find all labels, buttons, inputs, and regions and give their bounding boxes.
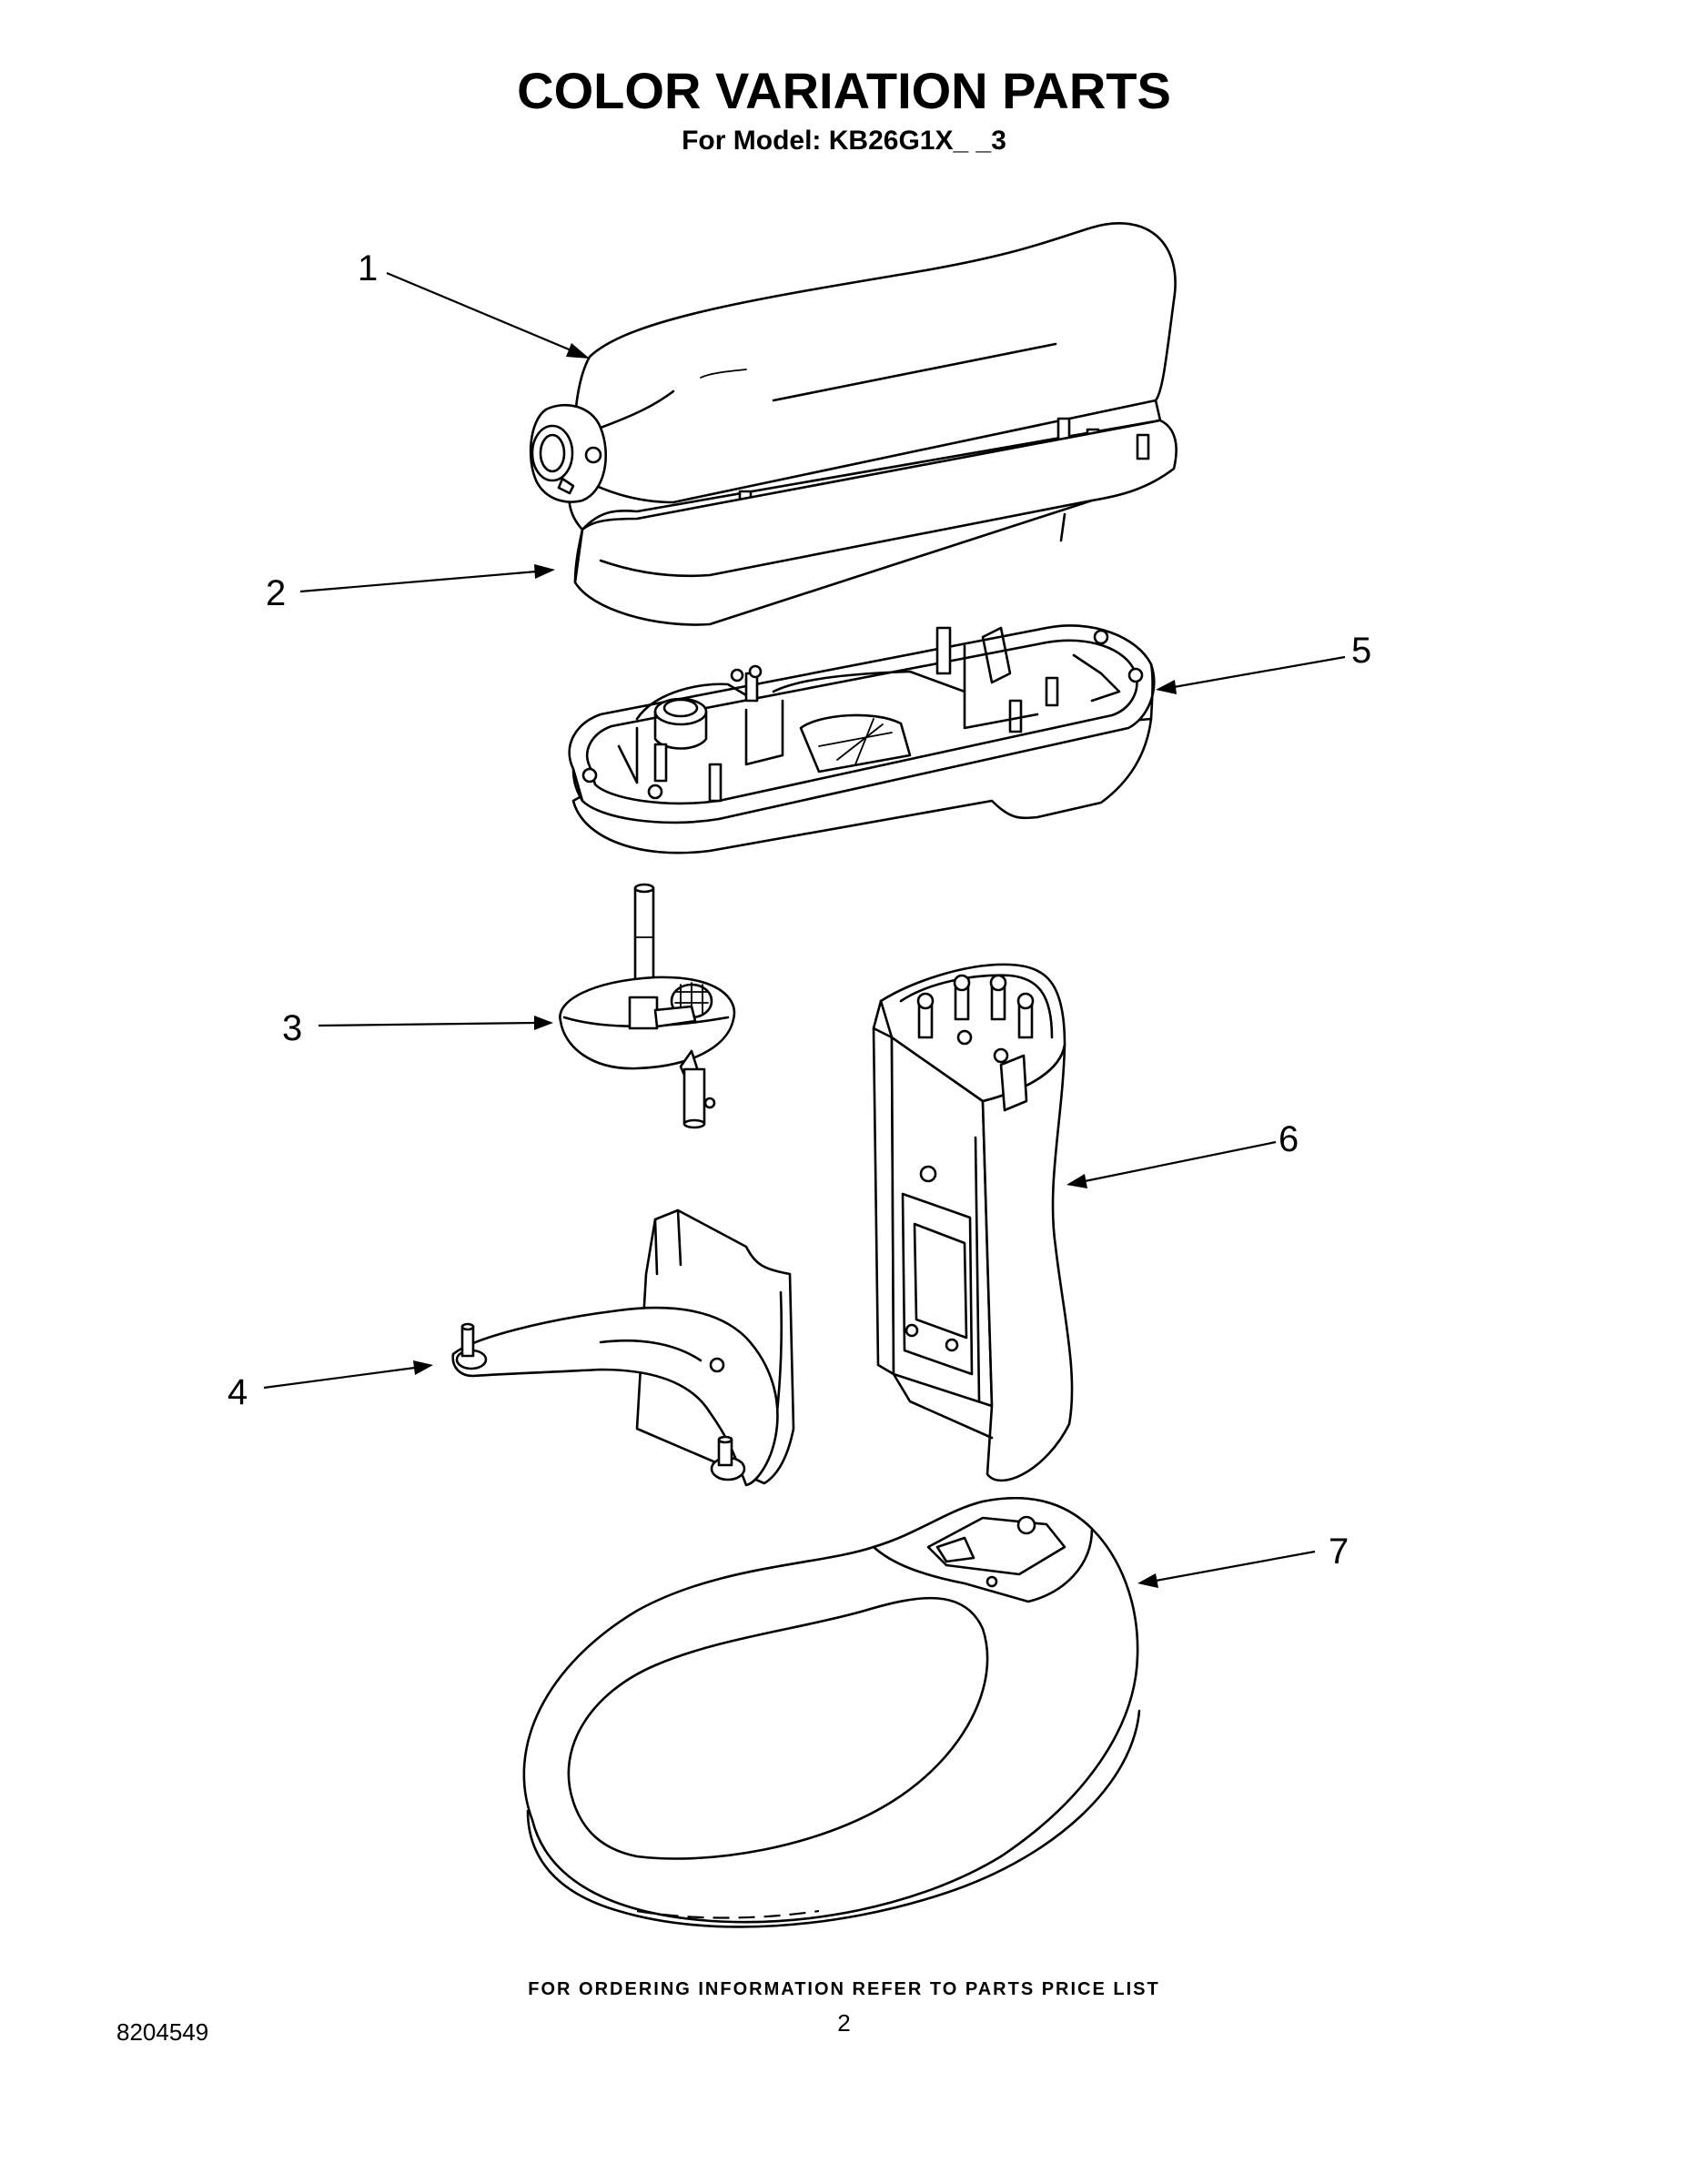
trim-band-icon bbox=[573, 419, 1178, 626]
callout-number-4: 4 bbox=[227, 1372, 248, 1412]
planetary-gear-shaft-icon bbox=[559, 883, 736, 1129]
callout-number-3: 3 bbox=[282, 1008, 303, 1048]
callout-leaders bbox=[263, 271, 1346, 1588]
model-subtitle: For Model: KB26G1X_ _3 bbox=[682, 126, 1006, 156]
gear-housing-base-icon bbox=[568, 624, 1156, 854]
callout-number-1: 1 bbox=[358, 248, 379, 288]
ordering-note: FOR ORDERING INFORMATION REFER TO PARTS … bbox=[528, 1979, 1160, 1999]
document-number: 8204549 bbox=[116, 2018, 209, 2046]
callout-number-7: 7 bbox=[1329, 1532, 1349, 1572]
callout-number-2: 2 bbox=[266, 573, 287, 613]
bowl-support-bracket-icon bbox=[451, 1208, 795, 1487]
callout-number-5: 5 bbox=[1351, 631, 1372, 671]
pedestal-column-icon bbox=[872, 963, 1074, 1482]
mixer-base-icon bbox=[522, 1496, 1141, 1928]
page-title: COLOR VARIATION PARTS bbox=[517, 62, 1171, 119]
callout-number-6: 6 bbox=[1279, 1119, 1299, 1159]
page-number: 2 bbox=[837, 2009, 851, 2037]
